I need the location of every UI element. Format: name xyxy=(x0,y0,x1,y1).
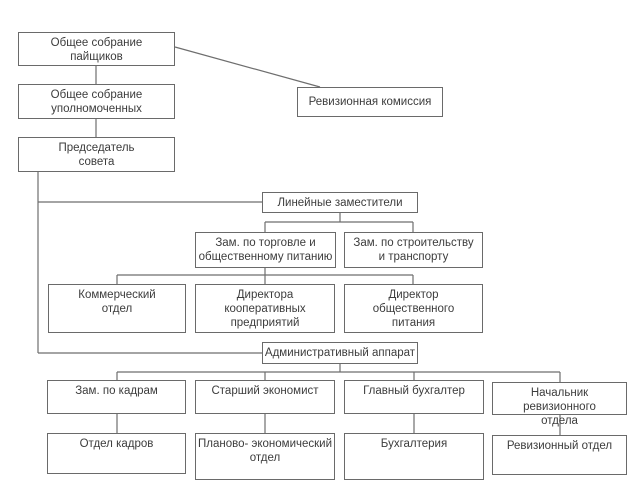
node-revision-dept: Ревизионный отдел xyxy=(492,435,627,475)
node-label: Бухгалтерия xyxy=(380,438,448,450)
node-chairman: Председатель совета xyxy=(18,137,175,172)
node-label: Общее собрание уполномоченных xyxy=(50,89,143,115)
node-general-meeting-representatives: Общее собрание уполномоченных xyxy=(18,84,175,119)
node-label: Планово- экономический отдел xyxy=(197,438,333,464)
node-label: Административный аппарат xyxy=(264,347,416,359)
node-head-revision: Начальник ревизионного отдела xyxy=(492,382,627,427)
node-label: Начальник ревизионного отдела xyxy=(523,387,596,427)
node-label: Линейные заместители xyxy=(277,196,403,209)
node-admin-apparatus: Административный аппарат xyxy=(262,342,418,364)
node-planning-dept: Планово- экономический отдел xyxy=(195,433,335,480)
node-label: Директор общественного питания xyxy=(372,289,455,329)
node-label: Директора кооперативных предприятий xyxy=(224,289,306,329)
node-general-meeting-shareholders: Общее собрание пайщиков xyxy=(18,32,175,66)
connector-meeting-to-revision-commission xyxy=(174,46,321,88)
node-label: Зам. по торговле и общественному питанию xyxy=(198,237,333,263)
node-coop-directors: Директора кооперативных предприятий xyxy=(195,284,335,333)
node-commercial-dept: Коммерческий отдел xyxy=(48,284,186,333)
node-hr-dept: Отдел кадров xyxy=(47,433,186,474)
node-deputy-hr: Зам. по кадрам xyxy=(47,380,186,414)
node-revision-commission: Ревизионная комиссия xyxy=(297,87,443,117)
node-senior-economist: Старший экономист xyxy=(195,380,335,414)
node-line-deputies: Линейные заместители xyxy=(262,192,418,213)
node-deputy-trade: Зам. по торговле и общественному питанию xyxy=(195,232,336,268)
node-label: Ревизионная комиссия xyxy=(308,96,432,108)
node-catering-director: Директор общественного питания xyxy=(344,284,483,333)
node-label: Ревизионный отдел xyxy=(506,440,613,452)
node-label: Общее собрание пайщиков xyxy=(50,37,143,63)
node-chief-accountant: Главный бухгалтер xyxy=(344,380,484,414)
node-label: Старший экономист xyxy=(211,385,319,397)
node-label: Главный бухгалтер xyxy=(363,385,465,397)
node-accounting: Бухгалтерия xyxy=(344,433,484,480)
node-label: Отдел кадров xyxy=(79,438,154,450)
node-deputy-construction: Зам. по строительству и транспорту xyxy=(344,232,483,268)
node-label: Зам. по кадрам xyxy=(75,385,158,397)
node-label: Зам. по строительству и транспорту xyxy=(353,237,474,263)
node-label: Председатель совета xyxy=(58,142,135,168)
node-label: Коммерческий отдел xyxy=(78,289,156,315)
